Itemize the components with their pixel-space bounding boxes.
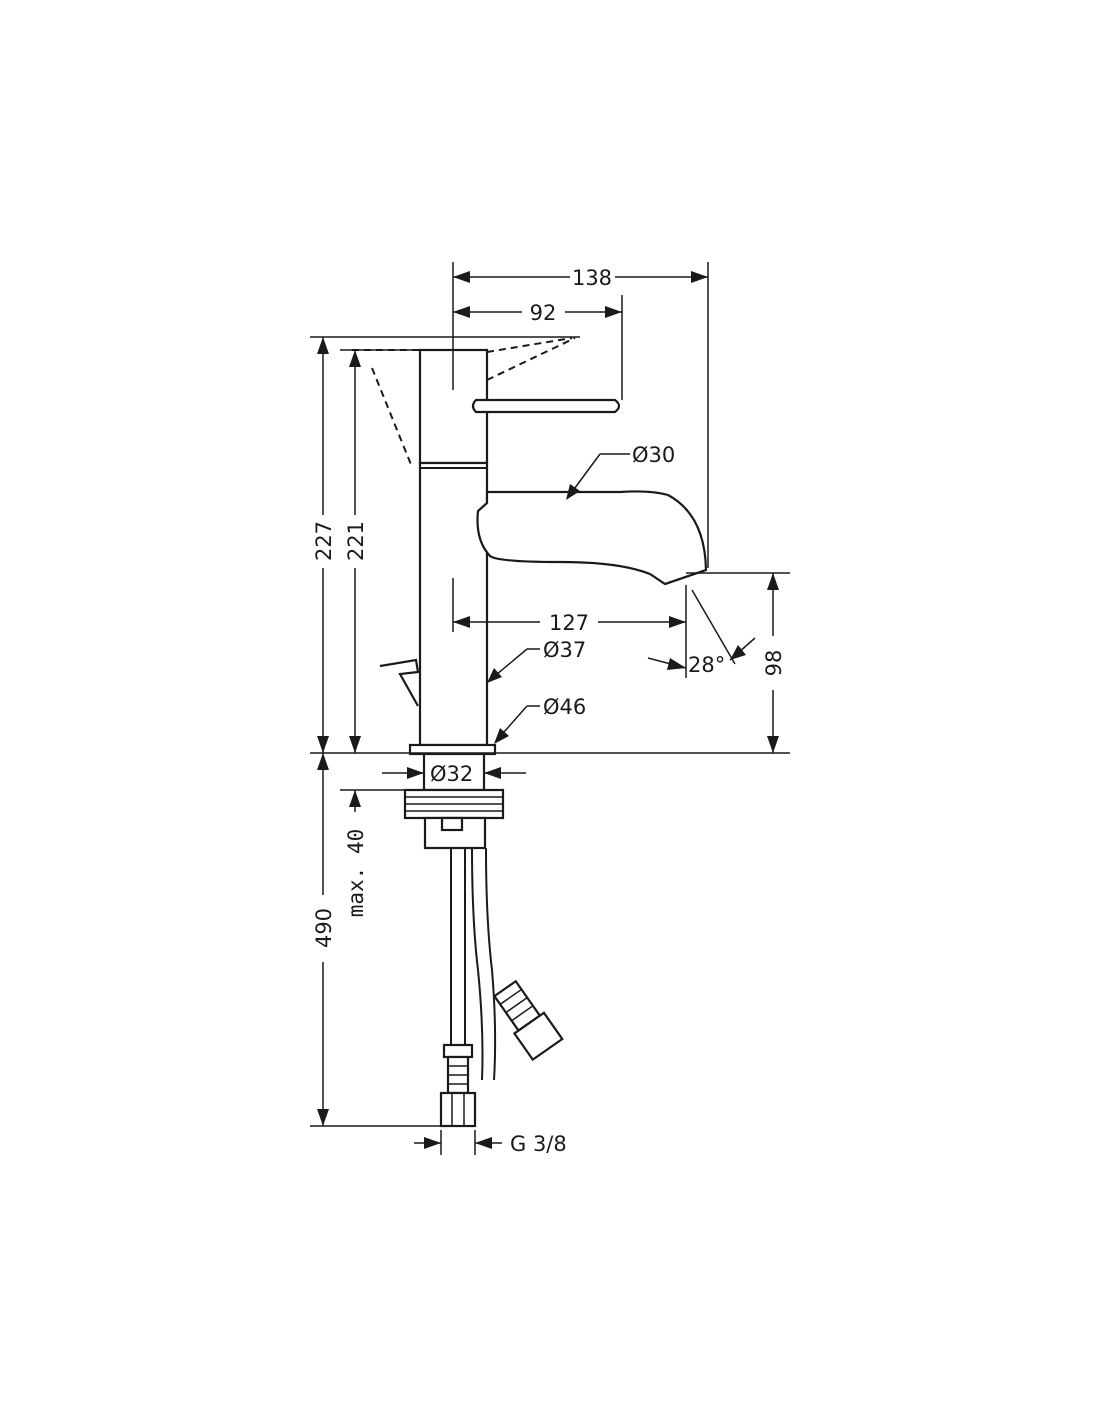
- dimension-labels: 138 92 Ø30 127 Ø37 Ø46 28° Ø32 G 3/8 227…: [312, 266, 786, 1156]
- dim-width-total: 138: [572, 266, 612, 290]
- lever-handle: [471, 398, 621, 414]
- lever-swing-dashed: [352, 337, 576, 468]
- hose2-right: [485, 847, 497, 1081]
- dim-base-diameter: Ø46: [543, 695, 586, 719]
- popup-rod: [379, 658, 420, 707]
- dim-hose-length: 490: [312, 908, 336, 948]
- dim-spout-diameter: Ø30: [632, 443, 675, 467]
- spout: [476, 490, 708, 586]
- dim-spout-height: 98: [762, 650, 786, 677]
- dim-height-total: 227: [312, 521, 336, 561]
- faucet-outline: [352, 262, 708, 1128]
- dim-lever-reach: 92: [530, 301, 557, 325]
- dim-shank-diameter: Ø32: [430, 762, 473, 786]
- nut-center: [440, 816, 464, 832]
- dim-connection-thread: G 3/8: [510, 1132, 567, 1156]
- hose2-left: [471, 847, 484, 1081]
- hose-connector-nut: [439, 1091, 477, 1128]
- hose-ferrule: [442, 1043, 474, 1059]
- dim-max-counter-thickness: max. 40: [344, 829, 368, 918]
- dim-body-diameter: Ø37: [543, 638, 586, 662]
- dimension-lines: [317, 271, 779, 1149]
- hose2-fitting: [492, 979, 564, 1062]
- dim-spout-projection: 127: [549, 611, 589, 635]
- dim-spout-angle: 28°: [688, 653, 725, 677]
- dim-height-body: 221: [344, 521, 368, 561]
